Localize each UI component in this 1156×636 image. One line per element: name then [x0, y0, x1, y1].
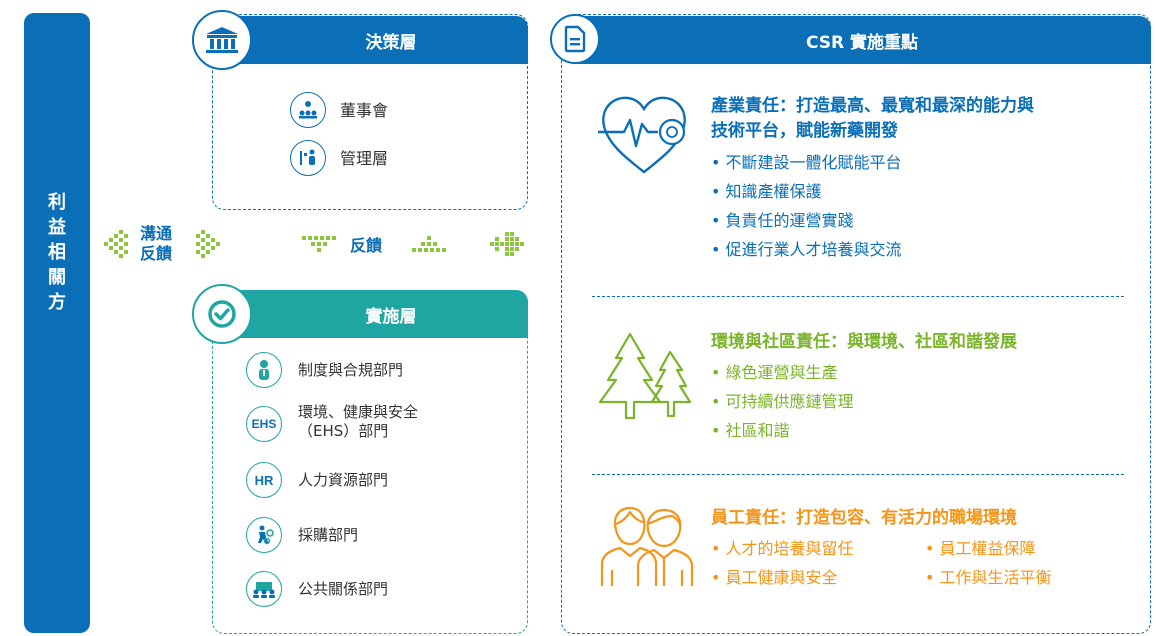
industry-bullet-1-text: 不斷建設一體化賦能平台: [725, 153, 902, 172]
impl-item-hr: HR 人力資源部門: [246, 462, 388, 498]
compliance-label: 制度與合規部門: [298, 360, 404, 379]
ehs-label: 環境、健康與安全 （EHS）部門: [298, 403, 419, 440]
decision-layer-header: 決策層: [224, 16, 528, 64]
employee-bullet-2-text: 員工權益保障: [939, 539, 1036, 558]
impl-item-procurement: 採購部門: [246, 517, 358, 553]
impl-item-public-relations: 公共關係部門: [246, 571, 388, 607]
employees-icon: [600, 506, 694, 586]
ehs-icon: EHS: [246, 406, 282, 442]
industry-responsibility-title: 產業責任：打造最高、最寬和最深的能力與 技術平台，賦能新藥開發: [711, 96, 1034, 141]
institution-icon: [192, 10, 252, 70]
csr-header: CSR 實施重點: [573, 16, 1151, 64]
right-arrow-icon: [196, 230, 220, 258]
decision-item-management: 管理層: [290, 140, 388, 176]
employee-bullets: • 人才的培養與留任 • 員工權益保障 • 員工健康與安全 • 工作與生活平衡: [711, 534, 1111, 592]
industry-bullet-3: • 負責任的運營實踐: [711, 211, 854, 230]
industry-bullet-1: • 不斷建設一體化賦能平台: [711, 153, 902, 172]
employee-bullet-3: • 員工健康與安全: [711, 568, 838, 587]
hr-label: 人力資源部門: [298, 470, 389, 489]
implementation-layer-header: 實施層: [224, 290, 528, 338]
employee-responsibility-title: 員工責任：打造包容、有活力的職場環境: [711, 508, 1017, 528]
environment-bullet-1-text: 綠色運營與生產: [725, 363, 838, 382]
industry-bullet-2: • 知識產權保護: [711, 182, 822, 201]
procurement-icon: [246, 517, 282, 553]
environment-bullets: • 綠色運營與生產 • 可持續供應鏈管理 • 社區和諧: [711, 358, 854, 445]
management-label: 管理層: [340, 148, 389, 168]
csr-box: [561, 14, 1151, 634]
industry-bullet-3-text: 負責任的運營實踐: [725, 211, 854, 230]
management-icon: [290, 140, 326, 176]
employee-bullet-3-text: 員工健康與安全: [725, 568, 838, 587]
public-relations-icon: [246, 571, 282, 607]
environment-bullet-2: • 可持續供應鏈管理: [711, 392, 854, 411]
employee-bullet-4-text: 工作與生活平衡: [939, 568, 1052, 587]
environment-responsibility-title: 環境與社區責任：與環境、社區和諧發展: [711, 332, 1017, 352]
industry-bullet-2-text: 知識產權保護: [725, 182, 822, 201]
stakeholders-label: 利 益 相 關 方: [48, 192, 66, 313]
public-relations-label: 公共關係部門: [298, 579, 389, 598]
hr-icon: HR: [246, 462, 282, 498]
csr-title: CSR 實施重點: [805, 32, 919, 53]
section-divider-1: [592, 296, 1124, 297]
industry-bullets: • 不斷建設一體化賦能平台 • 知識產權保護 • 負責任的運營實踐 • 促進行業…: [711, 148, 902, 264]
down-arrow-icon: [302, 236, 336, 252]
environment-bullet-1: • 綠色運營與生產: [711, 363, 838, 382]
decision-layer-box: [212, 14, 528, 210]
decision-layer-title: 決策層: [365, 32, 417, 53]
compliance-icon: [246, 352, 282, 388]
communication-label-line2: 反饋: [140, 244, 173, 263]
left-arrow-icon: [104, 230, 128, 258]
employee-bullet-4: • 工作與生活平衡: [925, 568, 1052, 587]
up-arrow-icon: [412, 236, 446, 252]
communication-label: 溝通 反饋: [140, 224, 172, 264]
board-icon: [290, 92, 326, 128]
stakeholders-bar: [24, 13, 90, 633]
procurement-label: 採購部門: [298, 525, 359, 544]
heart-pulse-icon: [598, 96, 686, 174]
trees-icon: [598, 332, 692, 420]
cross-arrow-icon: [490, 232, 524, 256]
implementation-layer-title: 實施層: [365, 306, 417, 327]
employee-bullet-1: • 人才的培養與留任: [711, 539, 854, 558]
employee-bullet-2: • 員工權益保障: [925, 539, 1036, 558]
feedback-label: 反饋: [350, 236, 383, 255]
impl-item-compliance: 制度與合規部門: [246, 352, 403, 388]
decision-item-board: 董事會: [290, 92, 388, 128]
communication-label-line1: 溝通: [140, 224, 173, 243]
section-divider-2: [592, 474, 1124, 475]
environment-bullet-3: • 社區和諧: [711, 421, 790, 440]
industry-bullet-4: • 促進行業人才培養與交流: [711, 240, 902, 259]
checkmark-icon: [192, 284, 252, 344]
impl-item-ehs: EHS 環境、健康與安全 （EHS）部門: [246, 403, 419, 442]
board-label: 董事會: [340, 100, 389, 120]
environment-bullet-3-text: 社區和諧: [725, 421, 790, 440]
document-icon: [550, 14, 600, 64]
environment-bullet-2-text: 可持續供應鏈管理: [725, 392, 854, 411]
employee-bullet-1-text: 人才的培養與留任: [725, 539, 854, 558]
industry-bullet-4-text: 促進行業人才培養與交流: [725, 240, 902, 259]
